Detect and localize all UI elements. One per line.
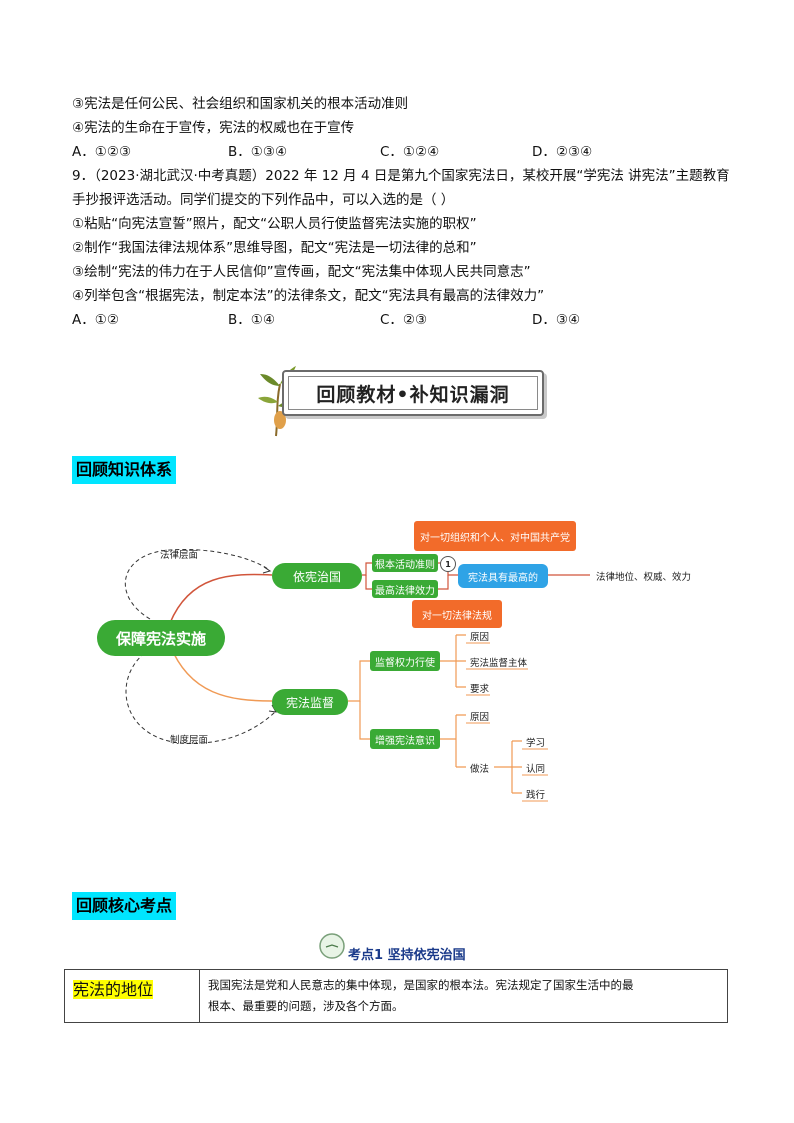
node-highest: 宪法具有最高的 bbox=[458, 564, 548, 588]
mind-map-root: 保障宪法实施 bbox=[97, 620, 225, 656]
q9-option-a: A．①② bbox=[72, 312, 119, 328]
leaf-practice: 做法 bbox=[470, 764, 490, 775]
q9-option-c: C．②③ bbox=[380, 312, 428, 328]
q8-option-d: D．②③④ bbox=[532, 144, 593, 160]
q9-stem-line1: 9．（2023·湖北武汉·中考真题）2022 年 12 月 4 日是第九个国家宪… bbox=[72, 168, 730, 184]
node-highest-legal-effect: 最高法律效力 bbox=[372, 580, 438, 598]
leaf-recognize: 认同 bbox=[526, 764, 546, 775]
node-enhance-awareness: 增强宪法意识 bbox=[370, 729, 440, 749]
banner-frame: 回顾教材•补知识漏洞 bbox=[282, 370, 544, 416]
banner-title: 回顾教材•补知识漏洞 bbox=[288, 376, 538, 410]
leaf-practice-action: 践行 bbox=[526, 790, 546, 801]
highest-detail: 法律地位、权威、效力 bbox=[596, 572, 692, 583]
q9-item-2: ②制作“我国法律法规体系”思维导图，配文“宪法是一切法律的总和” bbox=[72, 240, 477, 256]
keypoint-title: 考点1 坚持依宪治国 bbox=[348, 948, 466, 963]
keypoint-table: 宪法的地位 我国宪法是党和人民意志的集中体现，是国家的根本法。宪法规定了国家生活… bbox=[64, 969, 728, 1023]
system-level-label: 制度层面 bbox=[170, 735, 209, 746]
branch-rule-by-constitution: 依宪治国 bbox=[272, 563, 362, 589]
table-row-body: 我国宪法是党和人民意志的集中体现，是国家的根本法。宪法规定了国家生活中的最 根本… bbox=[199, 969, 728, 1023]
note-all-laws: 对一切法律法规 bbox=[412, 600, 502, 628]
section-banner: 回顾教材•补知识漏洞 bbox=[258, 366, 544, 437]
table-row-text-line1: 我国宪法是党和人民意志的集中体现，是国家的根本法。宪法规定了国家生活中的最 bbox=[208, 978, 634, 992]
mind-map: 保障宪法实施 依宪治国 宪法监督 法律层面 制度层面 根本活动准则 最高法律效力… bbox=[0, 505, 794, 805]
q9-stem-line2: 手抄报评选活动。同学们提交的下列作品中，可以入选的是（ ） bbox=[72, 192, 455, 208]
section-title-knowledge-system: 回顾知识体系 bbox=[72, 456, 177, 484]
q9-item-1: ①粘贴“向宪法宣誓”照片，配文“公职人员行使监督宪法实施的职权” bbox=[72, 216, 477, 232]
table-row-text-line2: 根本、最重要的问题，涉及各个方面。 bbox=[208, 999, 404, 1013]
leaf-study: 学习 bbox=[526, 738, 546, 749]
q9-option-b: B．①④ bbox=[228, 312, 275, 328]
q8-options: A．①②③ B．①③④ C．①②④ D．②③④ bbox=[72, 142, 732, 162]
leaf-reason-1: 原因 bbox=[470, 632, 490, 643]
node-supervise-power: 监督权力行使 bbox=[370, 651, 440, 671]
clock-icon bbox=[319, 933, 345, 959]
legal-level-label: 法律层面 bbox=[160, 550, 199, 561]
badge-number: 1 bbox=[440, 556, 456, 572]
q9-item-3: ③绘制“宪法的伟力在于人民信仰”宣传画，配文“宪法集中体现人民共同意志” bbox=[72, 264, 531, 280]
q8-option-a: A．①②③ bbox=[72, 144, 132, 160]
table-row-label-cell: 宪法的地位 bbox=[64, 969, 200, 1023]
table-row: 宪法的地位 我国宪法是党和人民意志的集中体现，是国家的根本法。宪法规定了国家生活… bbox=[64, 969, 728, 1023]
table-row-label: 宪法的地位 bbox=[73, 980, 154, 999]
q9-item-4: ④列举包含“根据宪法，制定本法”的法律条文，配文“宪法具有最高的法律效力” bbox=[72, 288, 545, 304]
q8-option-c: C．①②④ bbox=[380, 144, 440, 160]
branch-constitutional-supervision: 宪法监督 bbox=[272, 689, 348, 715]
leaf-reason-2: 原因 bbox=[470, 712, 490, 723]
section-title-core-points: 回顾核心考点 bbox=[72, 892, 177, 920]
q9-option-d: D．③④ bbox=[532, 312, 581, 328]
leaf-supervision-subject: 宪法监督主体 bbox=[470, 658, 528, 669]
note-all-organizations: 对一切组织和个人、对中国共产党 bbox=[414, 521, 576, 551]
mind-map-connectors bbox=[124, 548, 590, 802]
q8-item-4: ④宪法的生命在于宣传，宪法的权威也在于宣传 bbox=[72, 120, 355, 136]
q8-option-b: B．①③④ bbox=[228, 144, 288, 160]
leaf-requirements: 要求 bbox=[470, 684, 490, 695]
q8-item-3: ③宪法是任何公民、社会组织和国家机关的根本活动准则 bbox=[72, 96, 409, 112]
q9-options: A．①② B．①④ C．②③ D．③④ bbox=[72, 310, 732, 330]
node-fundamental-norm: 根本活动准则 bbox=[372, 554, 438, 572]
